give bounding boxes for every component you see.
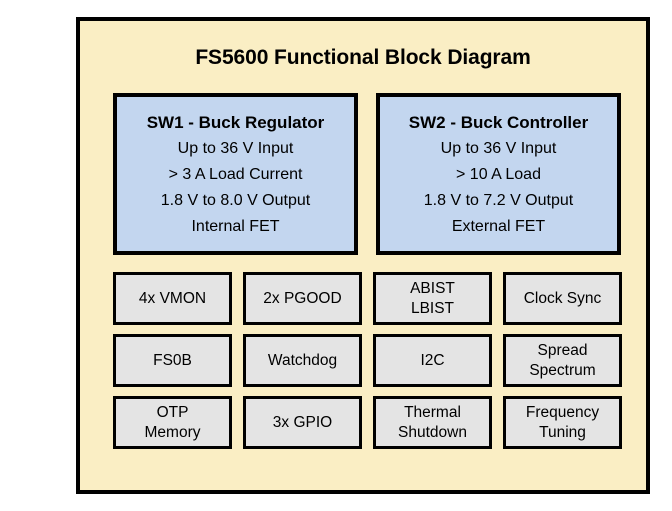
switcher-block-sw2: SW2 - Buck Controller Up to 36 V Input >… [376, 93, 621, 255]
switcher-block-sw2-line-2: > 10 A Load [456, 166, 541, 184]
switcher-block-sw2-title: SW2 - Buck Controller [408, 113, 589, 133]
feature-block-abist-lbist: ABIST LBIST [373, 272, 492, 325]
switcher-block-sw2-line-4: External FET [451, 218, 546, 236]
feature-block-frequency-tuning-line-2: Tuning [539, 423, 586, 441]
page-title: FS5600 Functional Block Diagram [195, 46, 531, 69]
feature-block-pgood: 2x PGOOD [243, 272, 362, 325]
feature-block-vmon-line-1: 4x VMON [138, 289, 207, 307]
feature-block-clock-sync: Clock Sync [503, 272, 622, 325]
feature-block-spread-spectrum-line-1: Spread [537, 341, 588, 359]
switcher-block-row: SW1 - Buck Regulator Up to 36 V Input > … [113, 93, 621, 255]
feature-block-vmon: 4x VMON [113, 272, 232, 325]
feature-block-frequency-tuning-line-1: Frequency [525, 403, 600, 421]
switcher-block-sw1-line-2: > 3 A Load Current [168, 166, 303, 184]
feature-block-abist-lbist-line-2: LBIST [410, 299, 455, 317]
feature-block-clock-sync-line-1: Clock Sync [523, 289, 602, 307]
switcher-block-sw1-line-3: 1.8 V to 8.0 V Output [160, 192, 311, 210]
feature-block-spread-spectrum-line-2: Spectrum [529, 361, 596, 379]
feature-block-frequency-tuning: Frequency Tuning [503, 396, 622, 449]
feature-block-i2c: I2C [373, 334, 492, 387]
feature-block-fs0b-line-1: FS0B [153, 351, 192, 369]
switcher-block-sw2-line-3: 1.8 V to 7.2 V Output [423, 192, 574, 210]
feature-block-gpio-line-1: 3x GPIO [272, 413, 333, 431]
feature-block-thermal-shutdown: Thermal Shutdown [373, 396, 492, 449]
feature-block-spread-spectrum: Spread Spectrum [503, 334, 622, 387]
feature-block-otp-memory-line-1: OTP [156, 403, 189, 421]
block-diagram-frame: FS5600 Functional Block Diagram SW1 - Bu… [76, 17, 650, 494]
feature-block-thermal-shutdown-line-1: Thermal [404, 403, 461, 421]
feature-block-pgood-line-1: 2x PGOOD [263, 289, 342, 307]
feature-block-gpio: 3x GPIO [243, 396, 362, 449]
switcher-block-sw1-line-1: Up to 36 V Input [177, 140, 294, 158]
feature-block-abist-lbist-line-1: ABIST [410, 279, 455, 297]
feature-block-thermal-shutdown-line-2: Shutdown [398, 423, 467, 441]
feature-block-grid: 4x VMON 2x PGOOD ABIST LBIST Clock Sync … [113, 272, 622, 449]
feature-block-fs0b: FS0B [113, 334, 232, 387]
switcher-block-sw1-title: SW1 - Buck Regulator [146, 113, 325, 133]
switcher-block-sw2-line-1: Up to 36 V Input [440, 140, 557, 158]
switcher-block-sw1-line-4: Internal FET [191, 218, 280, 236]
feature-block-watchdog: Watchdog [243, 334, 362, 387]
switcher-block-sw1: SW1 - Buck Regulator Up to 36 V Input > … [113, 93, 358, 255]
feature-block-watchdog-line-1: Watchdog [267, 351, 338, 369]
feature-block-i2c-line-1: I2C [420, 351, 445, 369]
feature-block-otp-memory-line-2: Memory [144, 423, 201, 441]
feature-block-otp-memory: OTP Memory [113, 396, 232, 449]
